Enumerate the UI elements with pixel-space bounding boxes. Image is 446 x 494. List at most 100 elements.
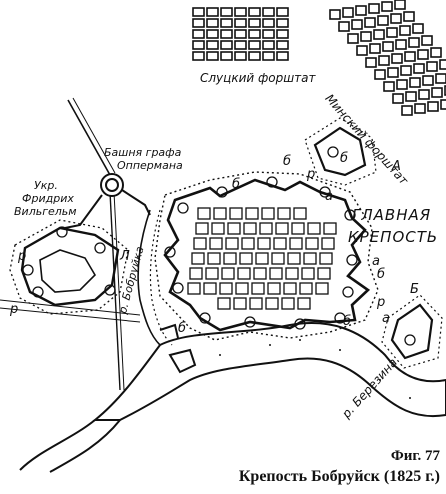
fortress-block <box>275 222 289 235</box>
minsk-block <box>386 27 398 38</box>
minsk-block <box>342 7 354 18</box>
minsk-block <box>383 81 395 92</box>
minsk-block <box>374 69 386 80</box>
fortress-block <box>323 222 337 235</box>
slutsk-block <box>248 40 261 50</box>
minsk-block <box>394 0 406 10</box>
ukr-label-line2: Фридрих <box>22 192 74 205</box>
fortress-block <box>317 267 331 280</box>
minsk-block <box>417 49 429 60</box>
mark-r: р <box>377 295 386 310</box>
fortress-block <box>321 237 335 250</box>
minsk-block <box>351 19 363 30</box>
fortress-block <box>243 222 257 235</box>
minsk-block <box>382 41 394 52</box>
fortress-block <box>315 282 329 295</box>
minsk-block <box>378 55 390 66</box>
letter-l-label: Л <box>120 249 130 264</box>
minsk-block <box>422 75 434 86</box>
ukr-label-line3: Вильгельм <box>14 205 77 218</box>
fortress-block <box>287 252 301 265</box>
bobruika-river <box>137 209 161 346</box>
minsk-block <box>421 35 433 46</box>
redoubt <box>172 282 184 294</box>
mark-b: б <box>283 154 292 169</box>
minsk-block <box>347 33 359 44</box>
minsk-block <box>414 103 426 114</box>
fortress-block <box>191 252 205 265</box>
redoubt <box>344 209 356 221</box>
fortress-block <box>253 267 267 280</box>
slutsk-block <box>248 51 261 61</box>
mark-b: б <box>340 151 349 166</box>
mark-b: б <box>178 321 187 336</box>
fortress-block <box>217 297 231 310</box>
mark-r: р <box>307 167 316 182</box>
minsk-block <box>440 99 446 110</box>
figure-title: Крепость Бобруйск (1825 г.) <box>238 468 440 485</box>
minsk-block <box>412 23 424 34</box>
minsk-block <box>430 47 442 58</box>
fortress-block <box>195 222 209 235</box>
minsk-block <box>392 93 404 104</box>
redoubt <box>164 246 176 258</box>
slutsk-block <box>262 51 275 61</box>
redoubt <box>266 176 278 188</box>
minsk-forstadt-grid <box>329 0 446 116</box>
fortress-block <box>289 237 303 250</box>
main-fortress-label-line2: КРЕПОСТЬ <box>348 228 439 246</box>
minsk-block <box>395 39 407 50</box>
fortress-block <box>299 282 313 295</box>
slutsk-block <box>276 18 289 28</box>
minsk-block <box>401 105 413 116</box>
fortress-block <box>273 237 287 250</box>
fortress-block <box>233 297 247 310</box>
redoubt <box>327 146 339 158</box>
slutsk-block <box>234 7 247 17</box>
bridgehead <box>159 323 197 374</box>
letter-b-label: Б <box>410 282 419 297</box>
fortress-block <box>271 252 285 265</box>
minsk-block <box>368 3 380 14</box>
redoubt <box>294 318 306 330</box>
fortress-block <box>251 282 265 295</box>
redoubt-circles <box>22 146 416 346</box>
slutsk-block <box>276 29 289 39</box>
slutsk-block <box>192 18 205 28</box>
mark-a: а <box>325 189 333 204</box>
minsk-block <box>413 63 425 74</box>
fortress-block <box>197 207 211 220</box>
fortress-block <box>283 282 297 295</box>
slutsk-block <box>234 29 247 39</box>
fortress-block <box>227 222 241 235</box>
minsk-block <box>390 13 402 24</box>
mark-b: б <box>232 177 241 192</box>
slutsk-block <box>276 40 289 50</box>
slutsk-block <box>262 7 275 17</box>
fortress-block <box>193 237 207 250</box>
slutsk-block <box>248 29 261 39</box>
minsk-block <box>400 65 412 76</box>
slutsk-block <box>206 18 219 28</box>
slutsk-block <box>192 29 205 39</box>
fortress-block <box>285 267 299 280</box>
redoubt <box>177 202 189 214</box>
minsk-block <box>377 15 389 26</box>
slutsk-forstadt-label: Слуцкий форштат <box>200 71 316 85</box>
fortress-block <box>229 207 243 220</box>
redoubt <box>244 316 256 328</box>
slutsk-block <box>276 7 289 17</box>
minsk-block <box>405 91 417 102</box>
minsk-block <box>399 25 411 36</box>
slutsk-block <box>276 51 289 61</box>
minsk-block <box>439 59 446 70</box>
mark-a: а <box>382 311 390 326</box>
minsk-block <box>369 43 381 54</box>
minsk-block <box>427 101 439 112</box>
fortress-block <box>301 267 315 280</box>
slutsk-block <box>206 7 219 17</box>
redoubt <box>216 186 228 198</box>
slutsk-block <box>234 40 247 50</box>
minsk-block <box>404 51 416 62</box>
